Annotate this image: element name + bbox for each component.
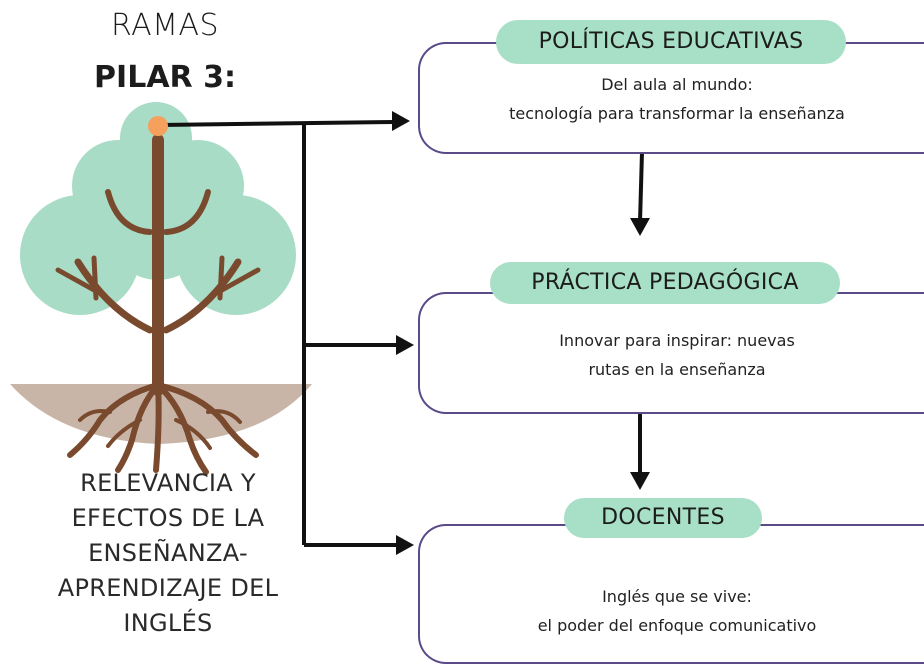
tree-caption-line: INGLÉS <box>123 609 213 637</box>
arrowheads <box>392 111 650 555</box>
pill-title-practica: PRÁCTICA PEDAGÓGICA <box>490 262 840 304</box>
box-description: Inglés que se vive: el poder del enfoque… <box>420 582 924 640</box>
box-line: Del aula al mundo: <box>601 75 753 94</box>
box-line: rutas en la enseñanza <box>588 360 766 379</box>
connectors <box>159 120 644 547</box>
arrowhead-box3 <box>396 535 414 555</box>
box-line: Inglés que se vive: <box>602 587 752 606</box>
box-docentes: Inglés que se vive: el poder del enfoque… <box>418 524 924 664</box>
box-practica-pedagogica: Innovar para inspirar: nuevas rutas en l… <box>418 292 924 414</box>
box-description: Innovar para inspirar: nuevas rutas en l… <box>420 326 924 384</box>
box-line: Innovar para inspirar: nuevas <box>559 331 795 350</box>
tree-caption: RELEVANCIA Y EFECTOS DE LA ENSEÑANZA- AP… <box>22 466 314 641</box>
tree-top-node <box>148 116 168 136</box>
pill-title-docentes: DOCENTES <box>564 498 762 538</box>
box-description: Del aula al mundo: tecnología para trans… <box>420 70 924 128</box>
arrowhead-box2 <box>396 335 414 355</box>
box-line: tecnología para transformar la enseñanza <box>509 104 845 123</box>
heading-pilar: PILAR 3: <box>94 60 236 95</box>
heading-ramas: RAMAS <box>110 8 220 43</box>
arrowhead-down-1 <box>630 218 650 236</box>
arrowhead-box1 <box>392 111 410 131</box>
tree-caption-line: EFECTOS DE LA <box>71 504 265 532</box>
tree-caption-line: RELEVANCIA Y <box>80 469 256 497</box>
tree-caption-line: ENSEÑANZA- <box>88 539 248 567</box>
arrowhead-down-2 <box>630 472 650 490</box>
pill-title-politicas: POLÍTICAS EDUCATIVAS <box>496 20 846 64</box>
tree-caption-line: APRENDIZAJE DEL <box>57 574 279 602</box>
tree-trunk <box>55 134 261 475</box>
box-line: el poder del enfoque comunicativo <box>537 616 817 635</box>
